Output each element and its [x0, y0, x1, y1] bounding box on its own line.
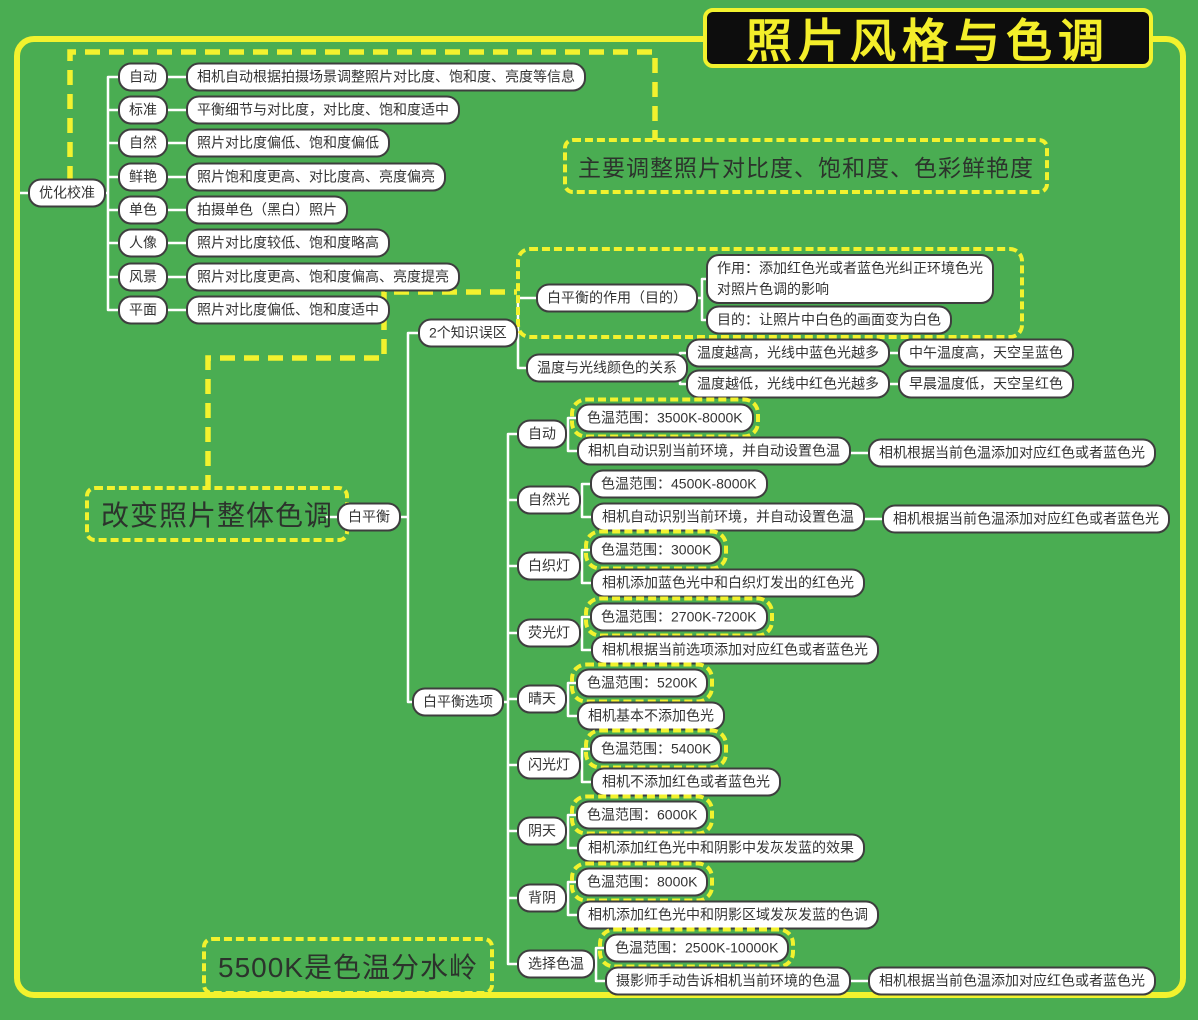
node-opt-item-desc[interactable]: 照片对比度更高、饱和度偏高、亮度提亮	[186, 262, 460, 292]
node-kelvin-range[interactable]: 色温范围：6000K	[576, 800, 709, 830]
node-wb-option-label[interactable]: 荧光灯	[517, 618, 581, 648]
node-opt-item-label[interactable]: 风景	[118, 262, 168, 292]
map-title[interactable]: 照片风格与色调	[703, 8, 1153, 68]
comment-wb-note[interactable]: 改变照片整体色调	[85, 486, 350, 542]
node-option-extra[interactable]: 相机根据当前色温添加对应红色或者蓝色光	[882, 504, 1170, 534]
node-optimize-calibration[interactable]: 优化校准	[28, 178, 106, 208]
node-wb-option-label[interactable]: 选择色温	[517, 949, 595, 979]
purpose-group-outline	[516, 247, 1024, 339]
node-opt-item-label[interactable]: 自动	[118, 62, 168, 92]
node-opt-item-label[interactable]: 平面	[118, 295, 168, 325]
node-purpose-goal[interactable]: 目的：让照片中白色的画面变为白色	[706, 305, 952, 335]
node-option-desc[interactable]: 相机自动识别当前环境，并自动设置色温	[591, 502, 865, 532]
node-opt-item-label[interactable]: 人像	[118, 228, 168, 258]
kelvin-highlight: 色温范围：5200K	[570, 662, 715, 704]
node-option-extra[interactable]: 相机根据当前色温添加对应红色或者蓝色光	[868, 438, 1156, 468]
node-option-desc[interactable]: 相机不添加红色或者蓝色光	[591, 767, 781, 797]
kelvin-highlight: 色温范围：3500K-8000K	[570, 397, 760, 439]
node-misconceptions[interactable]: 2个知识误区	[418, 318, 518, 348]
node-opt-item-label[interactable]: 自然	[118, 128, 168, 158]
outer-frame	[14, 36, 1186, 998]
node-opt-item-desc[interactable]: 照片对比度偏低、饱和度偏低	[186, 128, 390, 158]
node-kelvin-range[interactable]: 色温范围：4500K-8000K	[590, 469, 768, 499]
node-opt-item-desc[interactable]: 平衡细节与对比度，对比度、饱和度适中	[186, 95, 460, 125]
node-wb-option-label[interactable]: 白织灯	[517, 551, 581, 581]
node-kelvin-range[interactable]: 色温范围：3500K-8000K	[576, 403, 754, 433]
node-opt-item-label[interactable]: 鲜艳	[118, 162, 168, 192]
node-wb-option-label[interactable]: 闪光灯	[517, 750, 581, 780]
node-temp-high[interactable]: 温度越高，光线中蓝色光越多	[686, 338, 890, 368]
node-purpose-effect[interactable]: 作用：添加红色光或者蓝色光纠正环境色光对照片色调的影响	[706, 254, 994, 304]
kelvin-highlight: 色温范围：3000K	[584, 529, 729, 571]
node-wb-option-label[interactable]: 自然光	[517, 485, 581, 515]
node-option-desc[interactable]: 相机添加蓝色光中和白织灯发出的红色光	[591, 568, 865, 598]
node-opt-item-desc[interactable]: 照片对比度偏低、饱和度适中	[186, 295, 390, 325]
comment-main-note[interactable]: 主要调整照片对比度、饱和度、色彩鲜艳度	[563, 138, 1049, 194]
node-wb-option-label[interactable]: 自动	[517, 419, 567, 449]
node-opt-item-desc[interactable]: 相机自动根据拍摄场景调整照片对比度、饱和度、亮度等信息	[186, 62, 586, 92]
node-option-desc[interactable]: 相机添加红色光中和阴影中发灰发蓝的效果	[577, 833, 865, 863]
node-kelvin-range[interactable]: 色温范围：5200K	[576, 668, 709, 698]
node-kelvin-range[interactable]: 色温范围：3000K	[590, 535, 723, 565]
node-opt-item-label[interactable]: 标准	[118, 95, 168, 125]
node-wb-option-label[interactable]: 背阴	[517, 883, 567, 913]
node-temp-low[interactable]: 温度越低，光线中红色光越多	[686, 369, 890, 399]
node-white-balance[interactable]: 白平衡	[337, 502, 401, 532]
node-opt-item-desc[interactable]: 拍摄单色（黑白）照片	[186, 195, 348, 225]
node-opt-item-desc[interactable]: 照片饱和度更高、对比度高、亮度偏亮	[186, 162, 446, 192]
node-option-desc[interactable]: 相机自动识别当前环境，并自动设置色温	[577, 436, 851, 466]
kelvin-highlight: 色温范围：2500K-10000K	[598, 927, 796, 969]
kelvin-highlight: 色温范围：8000K	[570, 861, 715, 903]
kelvin-highlight: 色温范围：2700K-7200K	[584, 596, 774, 638]
node-temp-low-result[interactable]: 早晨温度低，天空呈红色	[898, 369, 1074, 399]
node-wb-options[interactable]: 白平衡选项	[412, 687, 504, 717]
node-kelvin-range[interactable]: 色温范围：5400K	[590, 734, 723, 764]
node-wb-purpose[interactable]: 白平衡的作用（目的）	[536, 283, 698, 313]
node-opt-item-desc[interactable]: 照片对比度较低、饱和度略高	[186, 228, 390, 258]
node-option-extra[interactable]: 相机根据当前色温添加对应红色或者蓝色光	[868, 966, 1156, 996]
node-kelvin-range[interactable]: 色温范围：2700K-7200K	[590, 602, 768, 632]
white-connectors	[15, 75, 904, 983]
node-wb-option-label[interactable]: 阴天	[517, 816, 567, 846]
node-wb-option-label[interactable]: 晴天	[517, 684, 567, 714]
annotation-connectors	[67, 49, 658, 490]
node-temp-relation[interactable]: 温度与光线颜色的关系	[526, 353, 688, 383]
comment-kelvin-note[interactable]: 5500K是色温分水岭	[202, 937, 494, 995]
node-opt-item-label[interactable]: 单色	[118, 195, 168, 225]
node-kelvin-range[interactable]: 色温范围：8000K	[576, 867, 709, 897]
node-option-desc[interactable]: 相机添加红色光中和阴影区域发灰发蓝的色调	[577, 900, 879, 930]
node-kelvin-range[interactable]: 色温范围：2500K-10000K	[604, 933, 790, 963]
kelvin-highlight: 色温范围：5400K	[584, 728, 729, 770]
kelvin-highlight: 色温范围：6000K	[570, 794, 715, 836]
node-option-desc[interactable]: 相机根据当前选项添加对应红色或者蓝色光	[591, 635, 879, 665]
node-temp-high-result[interactable]: 中午温度高，天空呈蓝色	[898, 338, 1074, 368]
kelvin-plain: 色温范围：4500K-8000K	[584, 464, 774, 505]
node-option-desc[interactable]: 相机基本不添加色光	[577, 701, 725, 731]
node-option-desc[interactable]: 摄影师手动告诉相机当前环境的色温	[605, 966, 851, 996]
